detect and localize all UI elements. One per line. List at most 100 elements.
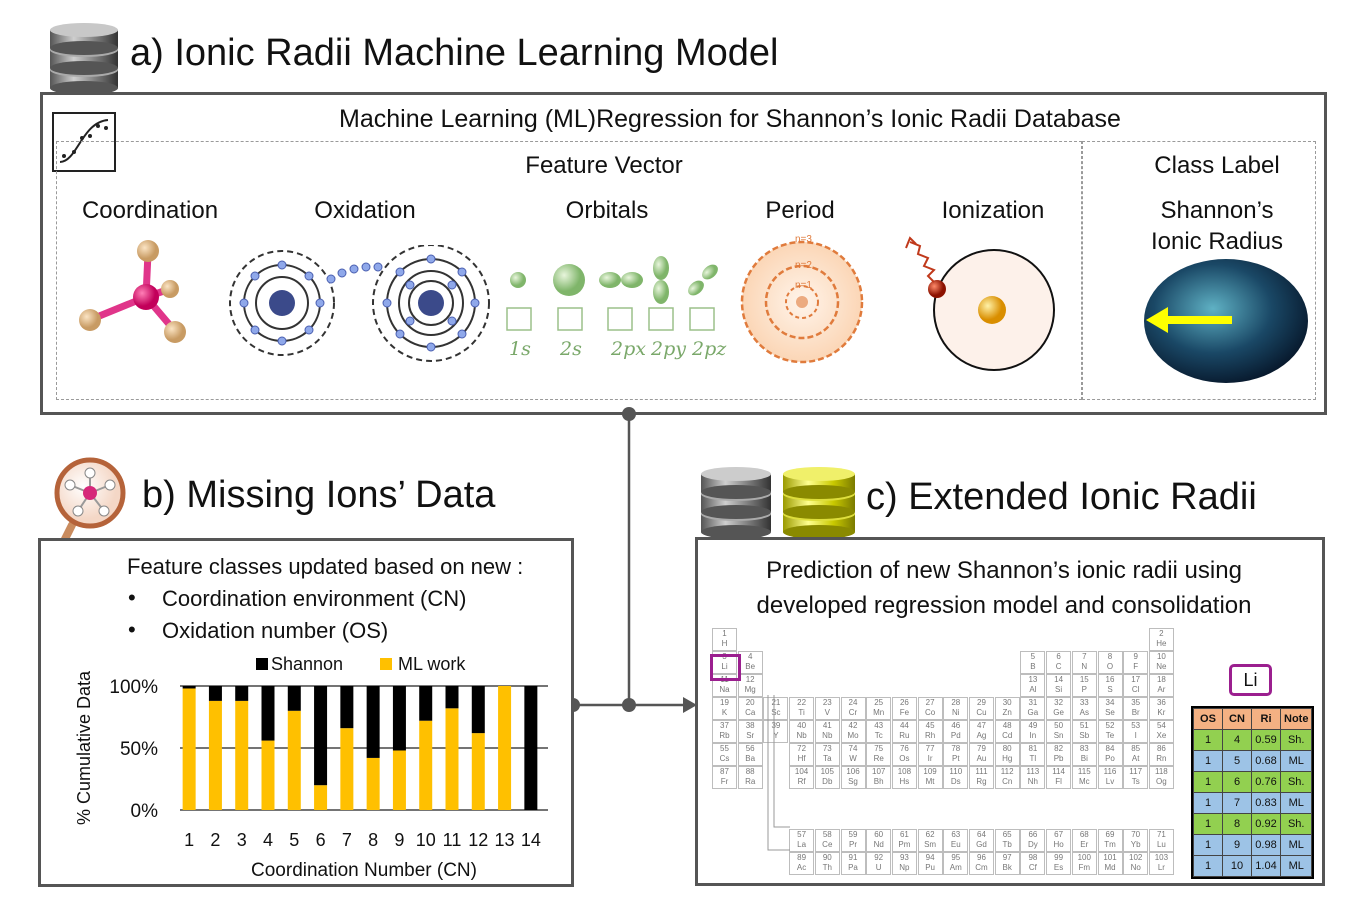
table-cell: 6 (1222, 771, 1252, 793)
legend-label-shannon: Shannon (271, 654, 343, 674)
table-cell: ML (1279, 855, 1313, 877)
bar-shannon (366, 686, 380, 758)
bar-ml-work (392, 750, 406, 810)
bar-shannon (471, 686, 485, 734)
table-header-cn: CN (1222, 708, 1252, 730)
flow-connector (566, 407, 697, 713)
bar-shannon (287, 686, 301, 711)
bar-ml-work (314, 785, 328, 810)
table-cell: 0.98 (1251, 834, 1281, 856)
table-cell: Sh. (1279, 771, 1313, 793)
feature-vector-label: Feature Vector (525, 152, 683, 179)
table-cell: 5 (1222, 750, 1252, 772)
table-header-os: OS (1193, 708, 1223, 730)
shell-n3-label: n=3 (795, 234, 812, 245)
class-label-box (1082, 141, 1316, 400)
x-tick-label: 3 (237, 830, 247, 850)
orbitals-icon (506, 256, 718, 331)
class-label-title: Class Label (1154, 152, 1280, 179)
bar-ml-work (419, 720, 433, 810)
panel-b-bullet-2: Oxidation number (OS) (162, 618, 389, 643)
ionization-icon (905, 236, 1055, 371)
x-tick-label: 10 (416, 830, 436, 850)
bar-ml-work (261, 740, 275, 810)
bar-ml-work (340, 728, 354, 810)
database-icon (50, 23, 118, 95)
x-tick-label: 1 (184, 830, 194, 850)
table-cell: ML (1279, 834, 1313, 856)
feature-oxidation-label: Oxidation (314, 197, 416, 224)
table-cell: 10 (1222, 855, 1252, 877)
panel-c-line1: Prediction of new Shannon’s ionic radii … (766, 557, 1242, 584)
x-tick-label: 6 (316, 830, 326, 850)
feature-vector-box (56, 141, 1082, 400)
bar-ml-work (287, 710, 301, 810)
table-cell: 4 (1222, 729, 1252, 751)
panel-b-bullet-1: Coordination environment (CN) (162, 586, 467, 611)
bullet-dot-2: • (128, 617, 136, 642)
feature-coordination-label: Coordination (81, 197, 219, 224)
selected-element-badge: Li (1229, 664, 1272, 696)
panel-a-frame (40, 92, 1327, 415)
panel-c-line2: developed regression model and consolida… (756, 592, 1252, 619)
y-tick-label: 100% (109, 677, 158, 698)
table-cell: Sh. (1279, 813, 1313, 835)
table-cell: 1 (1193, 813, 1223, 835)
panel-b-intro: Feature classes updated based on new : (127, 554, 524, 579)
legend-swatch-shannon (256, 658, 268, 670)
x-axis-label: Coordination Number (CN) (251, 860, 477, 881)
y-axis-label: % Cumulative Data (74, 670, 94, 825)
table-cell: 0.59 (1251, 729, 1281, 751)
x-tick-label: 13 (495, 830, 515, 850)
y-tick-label: 0% (131, 801, 159, 822)
regression-curve-icon (52, 112, 116, 172)
orbital-2pz-label: 2pz (692, 338, 727, 360)
bar-shannon (419, 686, 433, 721)
table-header-ri: Ri (1251, 708, 1281, 730)
bar-ml-work (182, 688, 196, 810)
feature-ionization-label: Ionization (941, 197, 1045, 224)
x-tick-label: 7 (342, 830, 352, 850)
x-tick-label: 14 (521, 830, 541, 850)
orbital-1s-label: 1s (509, 338, 531, 360)
legend-label-ml-work: ML work (398, 654, 466, 674)
period-shells-icon (740, 240, 864, 364)
x-tick-label: 9 (394, 830, 404, 850)
x-tick-label: 2 (210, 830, 220, 850)
bar-ml-work (235, 700, 249, 810)
table-cell: 7 (1222, 792, 1252, 814)
table-cell: ML (1279, 792, 1313, 814)
ionic-radius-sphere-icon (1144, 259, 1308, 383)
table-cell: 0.76 (1251, 771, 1281, 793)
x-tick-label: 8 (368, 830, 378, 850)
x-tick-label: 4 (263, 830, 273, 850)
table-cell: ML (1279, 750, 1313, 772)
bar-shannon (340, 686, 354, 729)
bar-shannon (392, 686, 406, 751)
bar-shannon (182, 686, 196, 689)
database-pair-icon (701, 467, 855, 539)
class-label-line1: Shannon’s (1160, 197, 1274, 224)
table-cell: Sh. (1279, 729, 1313, 751)
table-cell: 1 (1193, 792, 1223, 814)
orbital-2py-label: 2py (651, 338, 686, 360)
panel-b-title: b) Missing Ions’ Data (142, 474, 496, 516)
bar-shannon (235, 686, 249, 701)
table-cell: 0.68 (1251, 750, 1281, 772)
x-tick-label: 11 (443, 830, 462, 850)
bar-shannon (524, 686, 538, 810)
table-cell: 0.83 (1251, 792, 1281, 814)
table-cell: 0.92 (1251, 813, 1281, 835)
table-cell: 8 (1222, 813, 1252, 835)
bar-ml-work (498, 686, 512, 810)
bar-ml-work (208, 700, 222, 810)
shell-n1-label: n=1 (795, 280, 812, 291)
y-tick-label: 50% (120, 739, 158, 760)
